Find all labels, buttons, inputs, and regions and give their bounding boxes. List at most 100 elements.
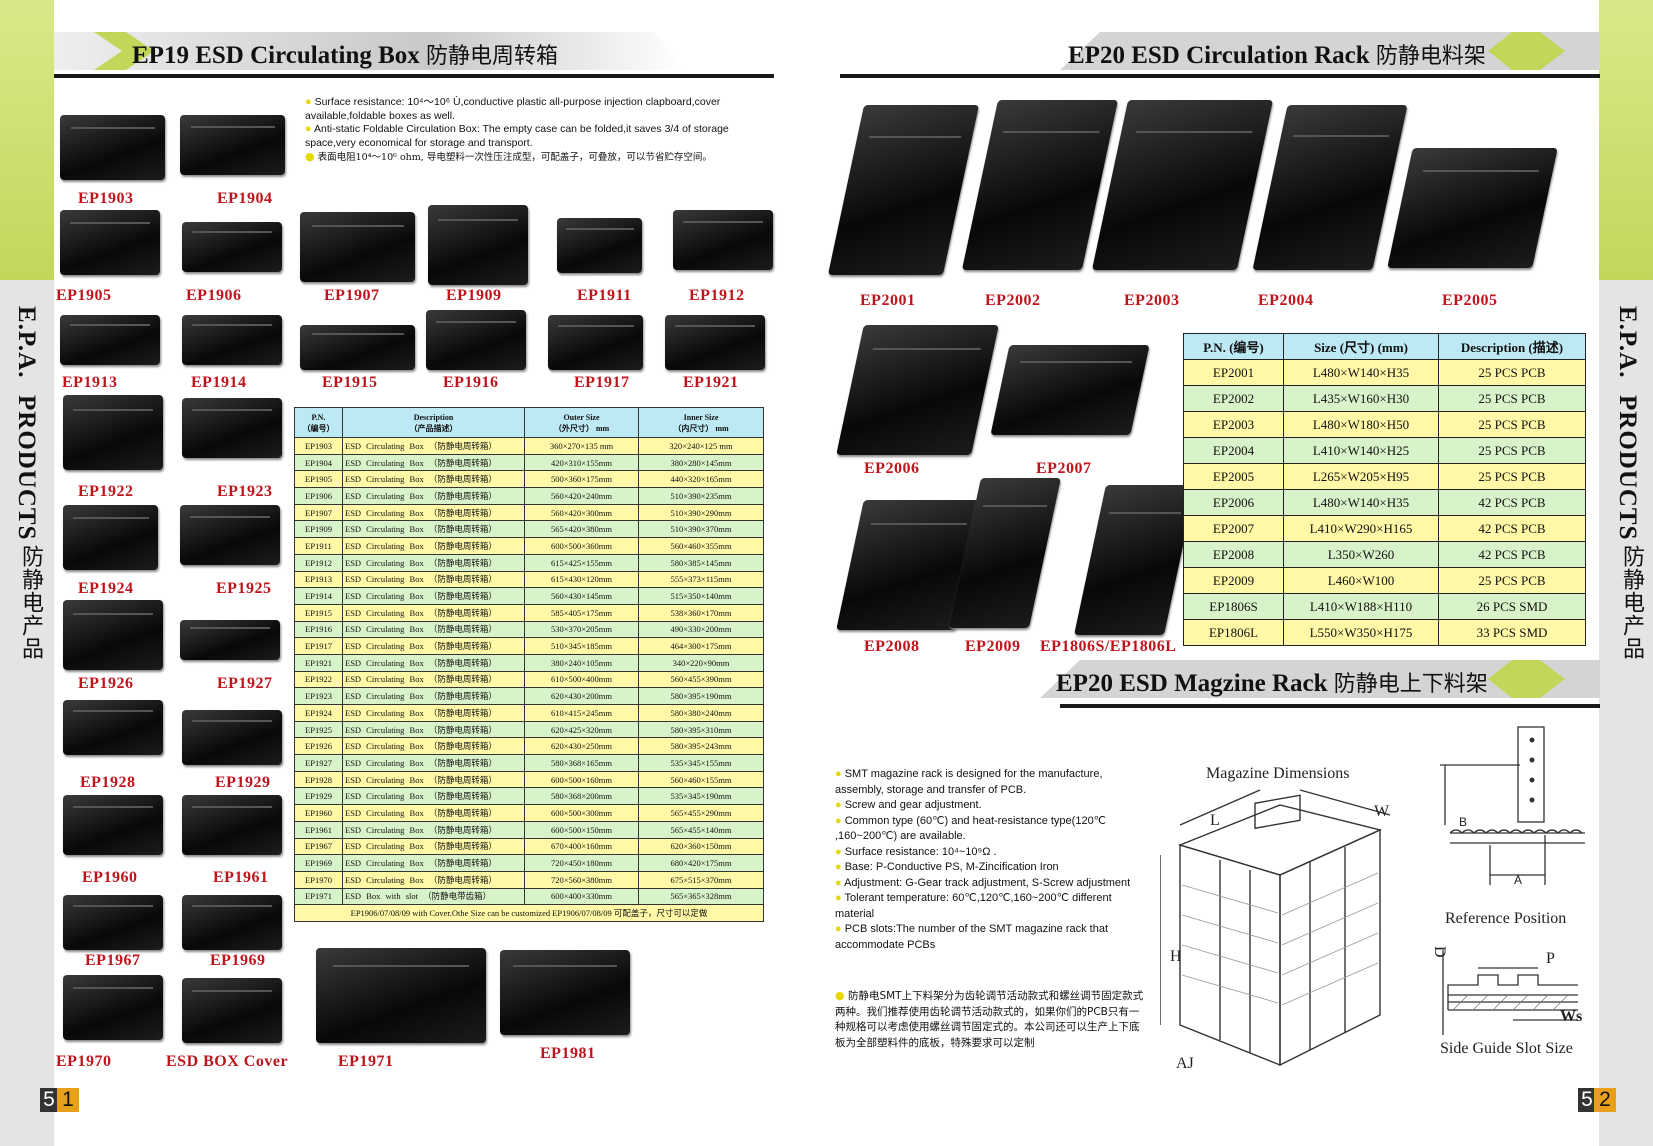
product-image-ep2007 xyxy=(990,345,1150,435)
cell-pn: EP1915 xyxy=(294,603,343,622)
product-label: EP1911 xyxy=(577,287,632,304)
cell-inner-size: 510×390×370mm xyxy=(638,520,764,539)
cell-description: ESD Circulating Box （防静电周转箱） xyxy=(342,754,525,772)
right-side-cn: 防静电产品 xyxy=(1619,545,1644,660)
product-image-esd-box-cover xyxy=(182,978,282,1043)
product-label: EP2006 xyxy=(864,460,920,477)
slot-ws: Ws xyxy=(1560,1008,1583,1025)
cell-pn: EP1922 xyxy=(294,670,343,689)
left-side-cn: 防静电产品 xyxy=(18,545,43,660)
cell-inner-size: 510×390×290mm xyxy=(638,503,764,522)
cell-outer-size: 670×400×160mm xyxy=(524,837,639,856)
cell-outer-size: 600×500×150mm xyxy=(524,820,639,839)
product-image-ep1905 xyxy=(60,210,160,275)
mag-note-item: ● Screw and gear adjustment. xyxy=(835,799,982,811)
cell-inner-size: 680×420×175mm xyxy=(638,854,764,872)
product-image-ep1929 xyxy=(182,710,282,765)
cell-pn: EP1906 xyxy=(294,487,343,505)
cell-description: ESD Circulating Box （防静电周转箱） xyxy=(342,537,525,555)
mag-title-en: EP20 ESD Magzine Rack xyxy=(1056,670,1328,697)
product-image-ep1923 xyxy=(182,398,282,458)
cell-outer-size: 360×270×135 mm xyxy=(524,437,639,455)
product-label: EP1806S/EP1806L xyxy=(1040,638,1177,655)
product-image-ep1917 xyxy=(548,315,643,370)
cell-description: ESD Circulating Box （防静电周转箱） xyxy=(342,437,525,455)
product-label: EP1903 xyxy=(78,190,134,207)
dim-h: H xyxy=(1170,948,1182,965)
cell-pn: EP1921 xyxy=(294,653,343,672)
magazine-rack-drawing xyxy=(1160,789,1391,1067)
left-title: EP19 ESD Circulating Box 防静电周转箱 xyxy=(132,38,558,70)
cell-inner-size: 560×455×390mm xyxy=(638,670,764,689)
product-image-ep1909 xyxy=(428,205,528,285)
cell-pn: EP1917 xyxy=(294,637,343,655)
cell-inner-size: 490×330×200mm xyxy=(638,620,764,639)
right-side-strip-accent xyxy=(1599,0,1653,280)
right-title-en: EP20 ESD Circulation Rack xyxy=(1068,42,1370,69)
cell-outer-size: 580×368×200mm xyxy=(524,787,639,806)
product-image-ep1922 xyxy=(63,395,163,470)
cell-description: 33 PCS SMD xyxy=(1438,619,1586,646)
cell-inner-size: 464×300×175mm xyxy=(638,637,764,655)
product-label: EP1906 xyxy=(186,287,242,304)
cell-pn: EP1927 xyxy=(294,754,343,772)
product-label: EP2003 xyxy=(1124,292,1180,309)
cell-inner-size: 340×220×90mm xyxy=(638,653,764,672)
cell-outer-size: 585×405×175mm xyxy=(524,603,639,622)
th-pn: P.N.（编号） xyxy=(294,407,343,438)
cell-inner-size: 580×380×240mm xyxy=(638,704,764,722)
cell-outer-size: 560×420×240mm xyxy=(524,487,639,505)
product-label: EP1960 xyxy=(82,869,138,886)
product-label: EP1912 xyxy=(689,287,745,304)
cell-inner-size: 535×345×190mm xyxy=(638,787,764,806)
product-label: EP1923 xyxy=(217,483,273,500)
product-image-ep1906 xyxy=(182,222,282,272)
product-label: EP1916 xyxy=(443,374,499,391)
right-title-cn: 防静电料架 xyxy=(1375,44,1486,69)
cell-outer-size: 720×450×180mm xyxy=(524,854,639,872)
cell-size: L550×W350×H175 xyxy=(1283,619,1439,646)
cell-pn: EP2003 xyxy=(1183,411,1284,438)
cell-description: 25 PCS PCB xyxy=(1438,567,1586,594)
cell-pn: EP2008 xyxy=(1183,541,1284,568)
cell-inner-size: 535×345×155mm xyxy=(638,754,764,772)
product-label: EP1907 xyxy=(324,287,380,304)
cell-size: L410×W188×H110 xyxy=(1283,593,1439,620)
cell-inner-size: 580×395×243mm xyxy=(638,737,764,756)
cell-pn: EP2005 xyxy=(1183,463,1284,490)
product-label: EP1909 xyxy=(446,287,502,304)
right-page-number-tens: 5 xyxy=(1578,1088,1596,1112)
product-image-ep1921 xyxy=(665,315,765,370)
reference-position-drawing xyxy=(1440,726,1585,885)
cell-inner-size: 620×360×150mm xyxy=(638,837,764,856)
cell-description: ESD Circulating Box （防静电周转箱） xyxy=(342,570,525,589)
mag-dimensions-label: Magazine Dimensions xyxy=(1206,765,1350,782)
product-image-ep1927 xyxy=(180,620,280,660)
mag-title-band xyxy=(1040,660,1600,698)
cell-description: ESD Circulating Box （防静电周转箱） xyxy=(342,837,525,856)
cell-pn: EP1967 xyxy=(294,837,343,856)
product-image-ep1967 xyxy=(63,895,163,950)
rack-th-description: Description (描述) xyxy=(1438,333,1586,360)
product-label: EP2005 xyxy=(1442,292,1498,309)
cell-description: ESD Circulating Box （防静电周转箱） xyxy=(342,787,525,806)
product-label: EP1904 xyxy=(217,190,273,207)
cell-inner-size: 555×373×115mm xyxy=(638,570,764,589)
right-side-epa: E.P.A. xyxy=(1614,306,1641,379)
cell-pn: EP2001 xyxy=(1183,359,1284,386)
cell-outer-size: 600×500×300mm xyxy=(524,804,639,822)
left-title-rule xyxy=(54,74,774,78)
rack-table-header-row: P.N. (编号) Size (尺寸) (mm) Description (描述… xyxy=(1183,333,1586,360)
cell-description: 42 PCS PCB xyxy=(1438,541,1586,568)
